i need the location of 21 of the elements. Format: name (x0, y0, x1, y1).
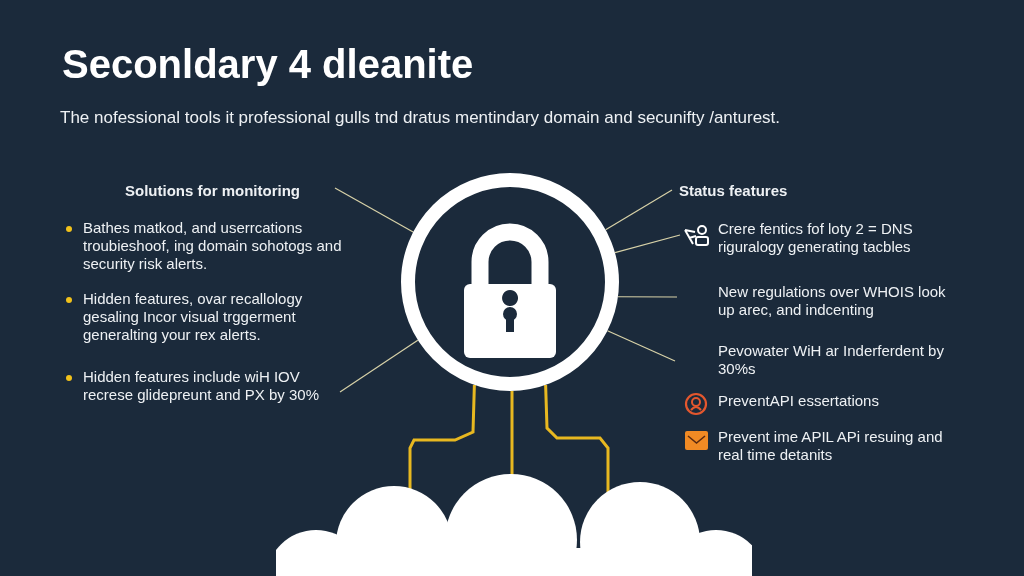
feature-text: Prevent ime APIL APi resuing and real time detanits (718, 428, 944, 464)
feature-text: Hidden features include wiH IOV recrese glidepreunt and PX by 30% (83, 368, 320, 404)
feature-text: New regulations over WHOIS look up arec, and indcenting (718, 283, 947, 319)
feature-text: Crere fentics fof loty 2 = DNS riguralogy generating tacbles (718, 220, 914, 256)
diagram-title: Seconldary 4 dleanite (62, 42, 474, 87)
leader-line (605, 189, 673, 231)
leader-line (606, 330, 676, 362)
feature-text: Hidden features, ovar recallology gesaling Incor visual trggerment generalting your rex alerts. (83, 290, 304, 344)
leader-line (339, 339, 419, 393)
connector-line (510, 391, 514, 475)
subtitle: The nofessional tools it professional gulls tnd dratus mentindary domain and secunifty /anturest. (60, 108, 782, 129)
leader-line (614, 234, 681, 254)
section-heading: Status features (679, 182, 789, 200)
connector-line (408, 384, 476, 490)
connector-line (544, 384, 610, 493)
section-heading: Solutions for monitoring (124, 182, 301, 200)
feature-text: Bathes matkod, and userrcations troubieshoof, ing domain sohotogs and security risk alerts. (83, 219, 343, 273)
feature-text: Pevowater WiH ar Inderferdent by 30%s (718, 342, 945, 378)
leader-line (617, 296, 678, 298)
feature-text: PreventAPI essertations (718, 392, 880, 410)
leader-line (334, 187, 414, 233)
